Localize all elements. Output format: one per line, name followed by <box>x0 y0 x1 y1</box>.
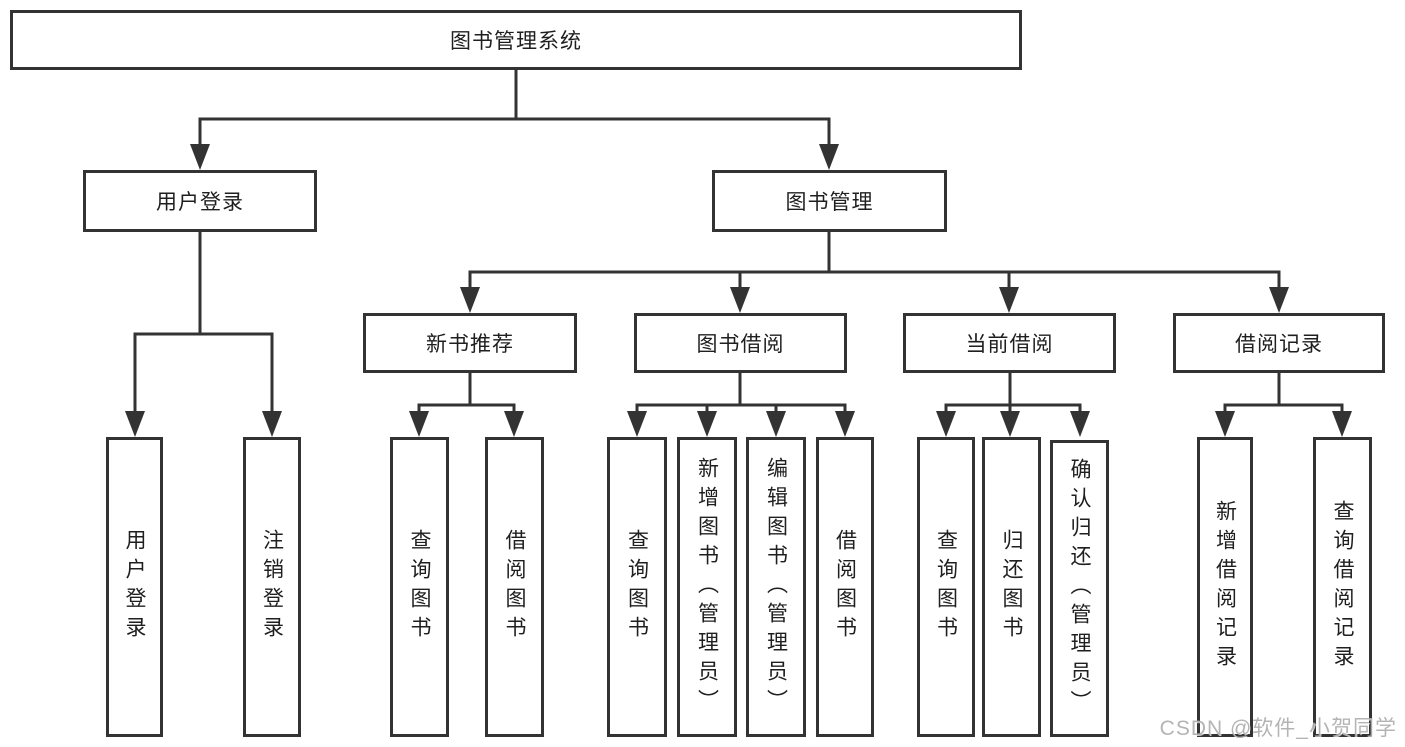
leaf-label: 编辑图书（管理员） <box>764 456 788 718</box>
leaf-currentborrow-query-books: 查询图书 <box>917 437 975 737</box>
connector-newbooks-branch <box>417 403 516 415</box>
node-label: 图书管理系统 <box>450 30 582 53</box>
leaf-label: 查询图书 <box>408 529 431 645</box>
leaf-newbooks-query-books: 查询图书 <box>390 437 449 737</box>
node-label: 图书借阅 <box>696 333 785 356</box>
node-book-borrowing: 图书借阅 <box>634 313 847 373</box>
leaf-label: 用户登录 <box>123 529 146 645</box>
leaf-label: 新增图书（管理员） <box>695 456 719 718</box>
connector-level3-branch <box>468 270 1281 291</box>
leaf-newbooks-borrow-books: 借阅图书 <box>485 437 544 737</box>
connector-currentborrow-branch <box>944 403 1082 415</box>
node-book-management: 图书管理 <box>712 170 947 232</box>
leaf-records-query-record: 查询借阅记录 <box>1313 437 1372 737</box>
leaf-label: 查询借阅记录 <box>1331 500 1354 674</box>
node-book-management-system: 图书管理系统 <box>10 10 1022 70</box>
leaf-bookborrow-borrow-books: 借阅图书 <box>816 437 874 737</box>
node-current-borrowing: 当前借阅 <box>903 313 1116 373</box>
leaf-bookborrow-add-books-admin: 新增图书（管理员） <box>677 437 737 737</box>
node-label: 图书管理 <box>785 191 874 214</box>
leaf-bookborrow-query-books: 查询图书 <box>607 437 667 737</box>
node-label: 用户登录 <box>156 191 244 214</box>
leaf-label: 借阅图书 <box>833 529 857 645</box>
node-borrowing-records: 借阅记录 <box>1173 313 1385 373</box>
arrowheads <box>125 144 1352 437</box>
node-user-login: 用户登录 <box>83 170 317 232</box>
leaf-label: 借阅图书 <box>503 529 526 645</box>
node-new-book-recommendation: 新书推荐 <box>363 313 577 373</box>
node-label: 借阅记录 <box>1235 333 1323 356</box>
leaf-bookborrow-edit-books-admin: 编辑图书（管理员） <box>746 437 806 737</box>
leaf-logout: 注销登录 <box>243 437 301 737</box>
csdn-watermark: CSDN @软件_小贺同学 <box>1159 717 1397 740</box>
leaf-label: 查询图书 <box>934 529 958 645</box>
node-label: 新书推荐 <box>426 333 514 356</box>
leaf-label: 新增借阅记录 <box>1213 500 1237 674</box>
leaf-label: 归还图书 <box>1000 529 1023 645</box>
leaf-label: 确认归还（管理员） <box>1068 458 1091 719</box>
connector-level2-branch <box>198 117 831 150</box>
connector-bookborrow-branch <box>635 403 847 415</box>
connector-userlogin-branch <box>133 332 274 415</box>
leaf-label: 注销登录 <box>260 529 284 645</box>
node-label: 当前借阅 <box>965 333 1054 356</box>
leaf-user-login: 用户登录 <box>106 437 163 737</box>
leaf-currentborrow-return-books: 归还图书 <box>982 437 1041 737</box>
connector-records-branch <box>1223 403 1344 415</box>
leaf-label: 查询图书 <box>625 529 649 645</box>
leaf-records-add-record: 新增借阅记录 <box>1197 437 1253 737</box>
leaf-currentborrow-confirm-return-admin: 确认归还（管理员） <box>1050 440 1109 737</box>
